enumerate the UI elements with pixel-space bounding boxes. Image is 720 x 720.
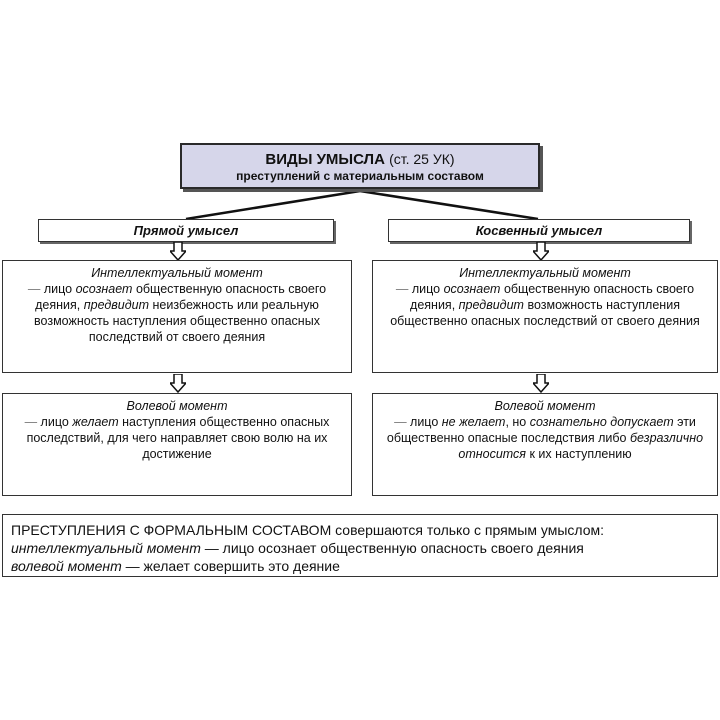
card-text: неизбежность или реальную возможность на… [34,298,320,344]
card-emphasis: предвидит [83,298,150,312]
connector-right [359,189,539,221]
title-reference: (ст. 25 УК) [389,151,455,167]
card-emphasis: не желает [441,415,506,429]
card-text: наступления общественно опасных последст… [26,415,330,461]
direct-volitional-card: Волевой момент — лицо желает наступления… [2,393,352,496]
formal-line-1: ПРЕСТУПЛЕНИЯ С ФОРМАЛЬНЫМ СОСТАВОМ совер… [11,522,605,538]
card-emphasis: желает [72,415,119,429]
down-arrow-icon [170,374,186,393]
indirect-volitional-card: Волевой момент — лицо не желает, но созн… [372,393,718,496]
card-text: , но [505,415,530,429]
title-text: ВИДЫ УМЫСЛА [265,151,385,168]
card-text: лицо [408,282,444,296]
title-main: ВИДЫ УМЫСЛА (ст. 25 УК) [182,150,538,169]
card-text: эти общественно опасные последствия либо [386,415,696,445]
card-heading: Волевой момент [494,399,596,413]
card-text: общественную опасность своего деяния, [35,282,327,312]
down-arrow-icon [170,242,186,261]
card-emphasis: безразлично относится [458,431,704,461]
dash: — [395,282,409,296]
card-emphasis: сознательно допускает [529,415,674,429]
title-subtitle: преступлений с материальным составом [236,169,484,183]
formal-line-3: волевой момент — желает совершить это де… [11,557,709,575]
card-emphasis: осознает [75,282,133,296]
formal-crimes-note: ПРЕСТУПЛЕНИЯ С ФОРМАЛЬНЫМ СОСТАВОМ совер… [2,514,718,577]
down-arrow-icon [533,374,549,393]
formal-line-2: интеллектуальный момент — лицо осознает … [11,539,709,557]
indirect-intellectual-card: Интеллектуальный момент — лицо осознает … [372,260,718,373]
down-arrow-icon [533,242,549,261]
title-box: ВИДЫ УМЫСЛА (ст. 25 УК) преступлений с м… [180,143,540,189]
dash: — [24,415,38,429]
formal-emphasis: интеллектуальный момент [11,540,201,556]
card-text: общественную опасность своего деяния, [410,282,695,312]
dash: — [394,415,407,429]
card-heading: Интеллектуальный момент [459,266,631,280]
formal-emphasis: волевой момент [11,558,122,574]
card-heading: Интеллектуальный момент [91,266,263,280]
direct-intellectual-card: Интеллектуальный момент — лицо осознает … [2,260,352,373]
card-text: возможность наступления общественно опас… [390,298,700,328]
card-emphasis: предвидит [458,298,524,312]
card-text: лицо [40,282,76,296]
card-heading: Волевой момент [126,399,228,413]
formal-text: — лицо осознает общественную опасность с… [200,540,584,556]
direct-intent-header: Прямой умысел [38,219,334,242]
indirect-intent-header: Косвенный умысел [388,219,690,242]
card-text: лицо [37,415,73,429]
card-emphasis: осознает [443,282,501,296]
formal-text: — желает совершить это деяние [121,558,340,574]
dash: — [27,282,41,296]
card-text: лицо [406,415,442,429]
card-text: к их наступлению [525,447,632,461]
connector-left [185,189,361,221]
